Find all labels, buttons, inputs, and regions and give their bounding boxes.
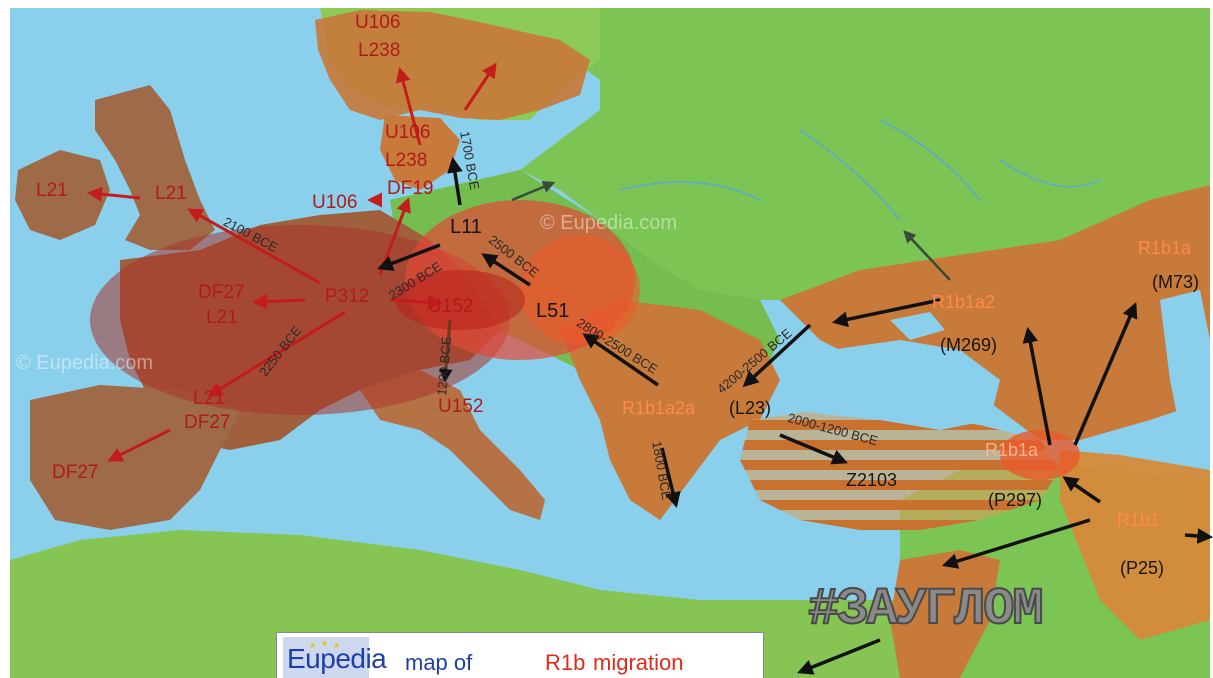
title-map-of: map of [405,650,473,675]
watermark-stamp: #ЗАУГЛОМ [807,579,1045,640]
label-l238-north: L238 [358,40,401,61]
top-margin [0,0,1213,8]
r1b-levant [890,550,1000,678]
r1b-scandinavia [315,10,590,120]
label-u106-mid: U106 [385,122,431,143]
caspian-sea [1160,290,1210,440]
label-l23: (L23) [729,398,772,418]
label-l11: L11 [450,216,482,238]
r1b-britain [95,85,215,250]
label-u106-west: U106 [312,192,358,213]
core-zone-l51 [520,235,640,345]
label-l51: L51 [536,300,570,322]
label-p297: (P297) [988,490,1043,510]
title-migration: migration [593,650,684,675]
arrow-italy [439,319,453,383]
eu-flag-icon: ★ ★ ★ [283,637,369,678]
label-r1b1a-east: R1b1a [1138,238,1192,258]
label-m269: (M269) [940,335,998,355]
label-df27-spain-north: DF27 [184,412,231,433]
label-u106-north: U106 [355,12,401,33]
label-df27-france: DF27 [198,282,245,303]
label-df19: DF19 [387,178,434,199]
label-l21-ireland: L21 [36,180,68,201]
r1b-italy [360,370,545,520]
label-r1b1a2: R1b1a2 [932,292,996,312]
label-l21-britain: L21 [155,183,187,204]
map-watermark-center: © Eupedia.com [540,212,678,234]
core-zone-r1b1a [1000,430,1080,480]
label-df27-spain: DF27 [52,462,99,483]
core-zone-alps [395,270,525,330]
r1b-anatolia-striped [740,410,1060,530]
r1b-iberia [30,385,240,530]
label-m73: (M73) [1152,272,1200,292]
rivers [619,119,1101,221]
label-l21-spain: L21 [193,388,225,409]
r1b-ireland [15,150,110,240]
sea-of-azov [890,312,945,340]
label-z2103: Z2103 [846,470,898,490]
label-r1b1: R1b1 [1117,510,1161,530]
label-p312: P312 [325,286,370,307]
r1b-steppe [780,185,1210,440]
label-u152-alps: U152 [428,296,474,317]
r1b-east-anatolia [1060,450,1210,640]
label-r1b1a-anatolia: R1b1a [985,440,1039,460]
map-title-box: ★ ★ ★ Eupedia map of R1b migration [276,632,764,678]
black-sea [780,340,1000,430]
core-zone-p312 [90,225,510,415]
label-p25: (P25) [1120,558,1165,578]
red-arrows [87,62,497,462]
r1b-denmark [380,115,460,190]
label-l238-mid: L238 [385,150,428,171]
label-l21-france: L21 [206,307,238,328]
title-r1b: R1b [545,650,586,675]
grey-arrows [511,181,951,281]
brand-name: Eupedia [287,643,387,674]
label-r1b1a2a: R1b1a2a [622,398,696,418]
black-arrows [377,156,1213,675]
map-watermark-west: © Eupedia.com [16,352,154,374]
label-u152-italy: U152 [438,396,484,417]
